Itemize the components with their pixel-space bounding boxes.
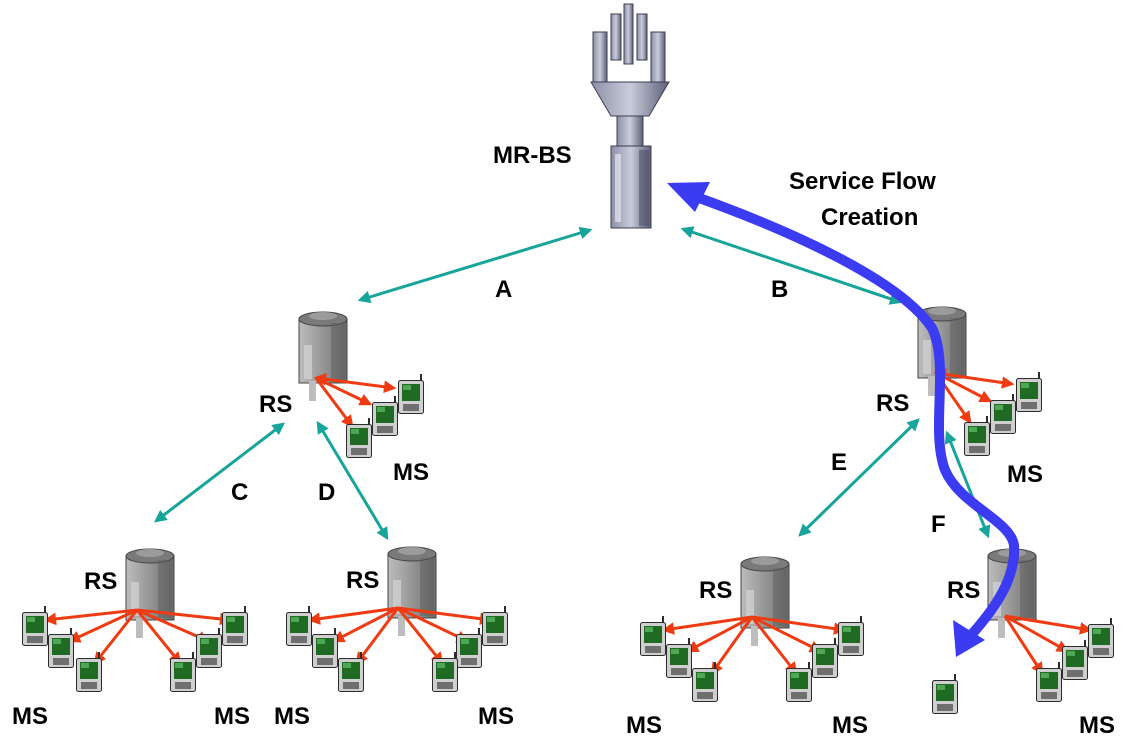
link-e-label: E (831, 449, 847, 476)
relay-links (153, 226, 991, 541)
service-flow-path (667, 182, 1020, 657)
link-a-arrow (357, 226, 593, 304)
mobile-station-label: MS (478, 703, 514, 730)
mobile-station-label: MS (1079, 712, 1115, 739)
mobile-station-icon (838, 615, 864, 656)
mobile-station-label: MS (12, 703, 48, 730)
relay-station-top-left: RS MS (259, 311, 429, 486)
link-c-label: C (231, 479, 248, 506)
mobile-station-icon (372, 395, 398, 436)
mobile-station-label: MS (274, 703, 310, 730)
link-c-arrow (153, 422, 286, 523)
mobile-station-label: MS (832, 712, 868, 739)
mobile-station-icon (22, 605, 48, 646)
link-e-arrow (798, 418, 920, 537)
mobile-station-icon (1016, 371, 1042, 412)
base-station-label: MR-BS (493, 142, 572, 169)
mobile-station-label: MS (393, 459, 429, 486)
base-station-icon (590, 3, 670, 229)
relay-station-label: RS (84, 568, 117, 595)
mobile-station-icon (196, 627, 222, 668)
mobile-station-icon (990, 393, 1016, 434)
service-flow-label-line2: Creation (821, 204, 918, 231)
link-a-label: A (495, 276, 512, 303)
mobile-station-icon (286, 605, 312, 646)
mobile-station-icon (222, 605, 248, 646)
mobile-station-icon (48, 627, 74, 668)
mobile-station-icon (812, 637, 838, 678)
mobile-station-icon (312, 627, 338, 668)
mobile-station-icon (398, 373, 424, 414)
link-d-arrow (316, 420, 389, 541)
link-f-label: F (931, 511, 946, 538)
relay-station-bottom-4: RS MS (932, 548, 1115, 739)
access-links (307, 606, 493, 666)
link-f-arrow (944, 430, 991, 539)
mobile-station-label: MS (214, 703, 250, 730)
service-flow-arrowhead-bottom (953, 620, 985, 657)
relay-station-label: RS (947, 577, 980, 604)
relay-station-bottom-3: RS MS MS (626, 556, 868, 739)
access-links (661, 615, 847, 676)
access-links (313, 373, 397, 429)
access-links (1003, 614, 1093, 676)
mobile-station-icon (456, 627, 482, 668)
relay-station-bottom-1: RS MS MS (12, 548, 250, 730)
link-b-label: B (771, 276, 788, 303)
mobile-station-icon (666, 637, 692, 678)
mobile-station-label: MS (626, 712, 662, 739)
mobile-station-icon (1062, 639, 1088, 680)
link-b-arrow (680, 226, 903, 305)
mobile-station-target-icon (932, 673, 958, 714)
relay-station-label: RS (699, 577, 732, 604)
mobile-station-icon (640, 615, 666, 656)
service-flow-arrowhead-top (667, 182, 710, 212)
relay-station-label: RS (876, 390, 909, 417)
service-flow-label-line1: Service Flow (789, 168, 936, 195)
relay-station-label: RS (259, 391, 292, 418)
mobile-station-icon (1088, 617, 1114, 658)
mobile-station-icon (482, 605, 508, 646)
mobile-station-label: MS (1007, 461, 1043, 488)
relay-station-label: RS (346, 567, 379, 594)
relay-station-bottom-2: RS MS MS (274, 546, 514, 730)
mobile-station-icon (692, 661, 718, 702)
link-d-label: D (318, 479, 335, 506)
